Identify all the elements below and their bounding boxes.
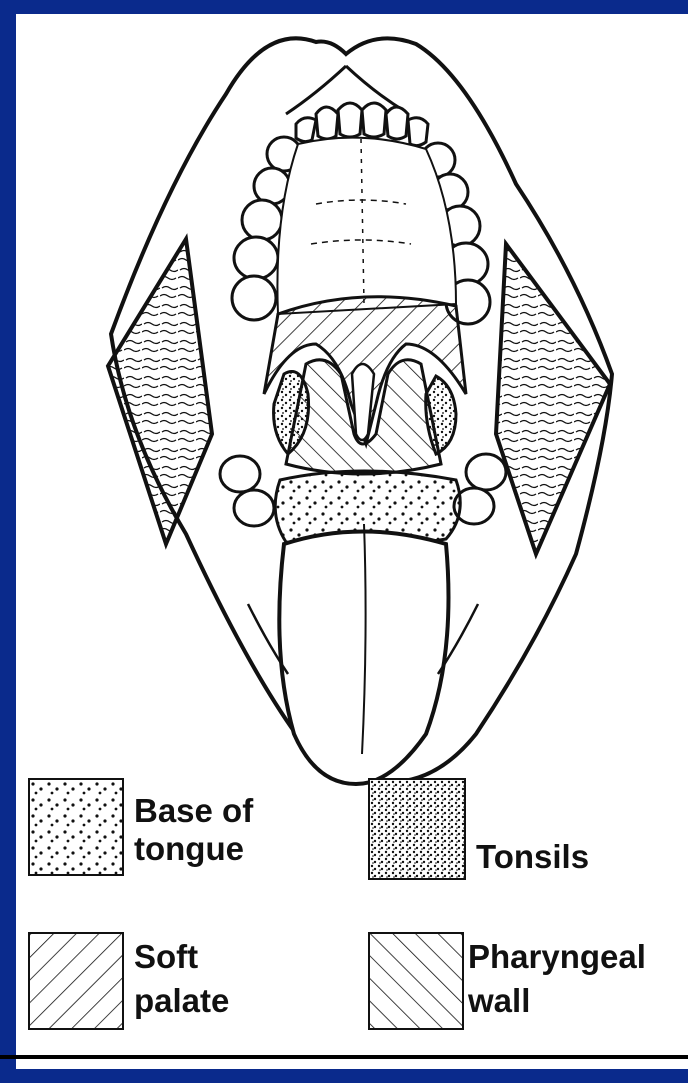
figure-panel: Base of tongue Tonsils Soft palate Phary…	[16, 14, 688, 1069]
swatch-tonsils	[368, 778, 466, 880]
swatch-pharyngeal-wall	[368, 932, 464, 1030]
bottom-rule	[0, 1055, 688, 1059]
swatch-base-of-tongue	[28, 778, 124, 876]
label-tonsils: Tonsils	[476, 838, 589, 876]
swatch-soft-palate	[28, 932, 124, 1030]
hard-palate	[277, 138, 456, 314]
label-pharyngeal-wall: Pharyngeal wall	[468, 938, 646, 1020]
label-base-of-tongue: Base of tongue	[134, 792, 253, 868]
open-mouth-illustration	[16, 14, 688, 1069]
label-soft-palate: Soft palate	[134, 938, 229, 1020]
